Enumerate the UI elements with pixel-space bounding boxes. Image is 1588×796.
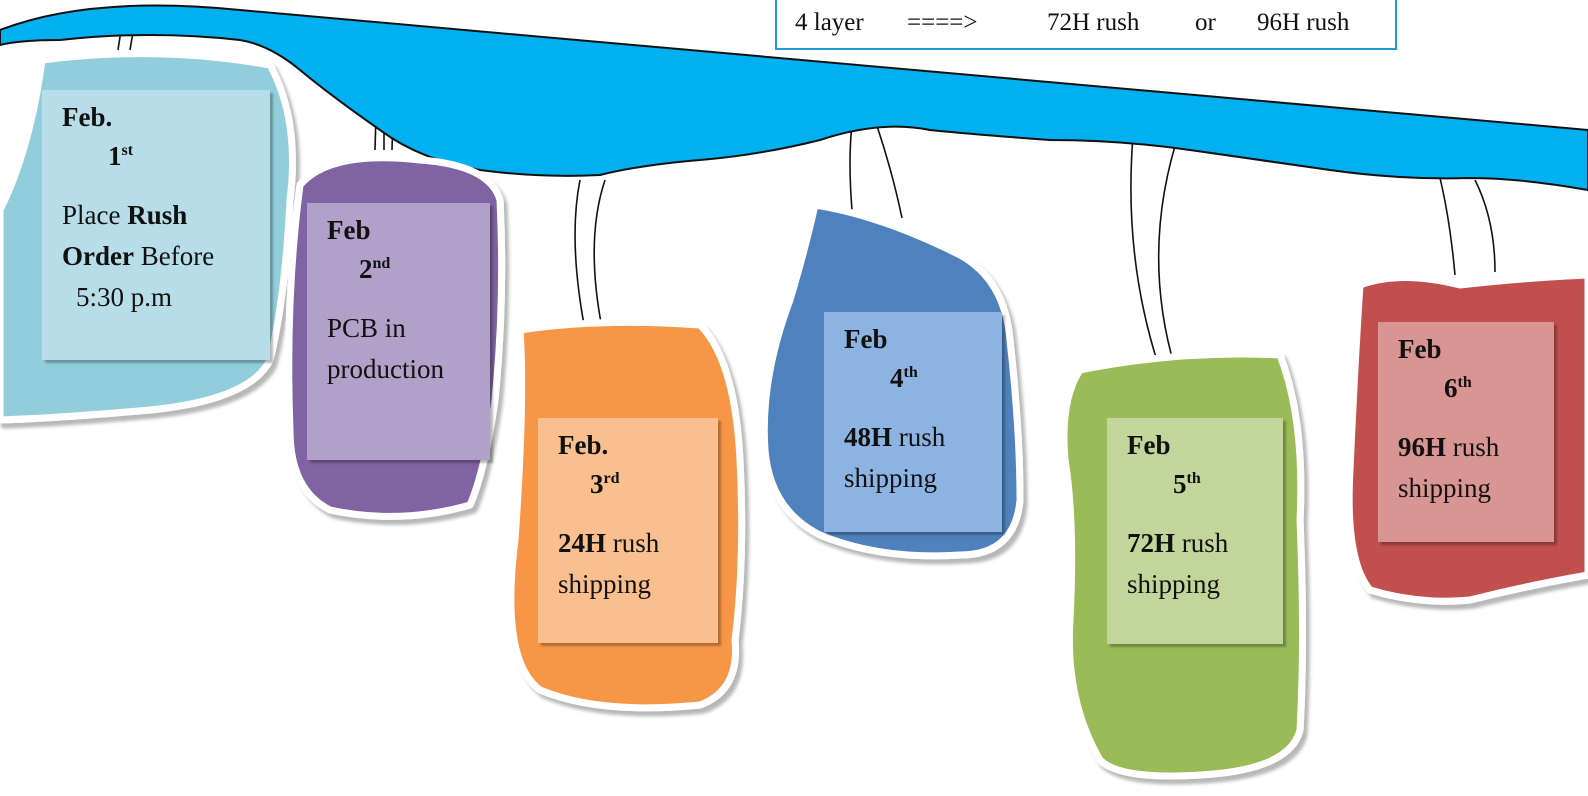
card-date: Feb xyxy=(844,324,888,354)
card-feb-6: Feb 6th 96H rush shipping xyxy=(1378,322,1554,542)
legend-option-96h: 96H rush xyxy=(1257,9,1350,36)
legend-layer: 4 layer xyxy=(795,9,864,36)
card-text: PCB in production xyxy=(327,313,444,384)
legend-arrow: ====> xyxy=(907,9,978,36)
card-date: Feb. xyxy=(558,430,609,460)
card-feb-1: Feb. 1st Place Rush Order Before 5:30 p.… xyxy=(42,90,270,360)
hanging-strings xyxy=(117,11,1496,371)
card-feb-3: Feb. 3rd 24H rush shipping xyxy=(538,418,718,643)
layer-legend-box: 4 layer ====> 72H rush or 96H rush xyxy=(775,0,1397,50)
card-date: Feb xyxy=(1127,430,1171,460)
card-feb-2: Feb 2nd PCB in production xyxy=(307,203,490,460)
legend-option-72h: 72H rush xyxy=(1047,9,1140,36)
card-text: 24H rush shipping xyxy=(558,528,660,599)
card-text: Place Rush Order Before 5:30 p.m xyxy=(62,200,215,312)
card-day: 5th xyxy=(1173,469,1201,499)
card-day: 4th xyxy=(890,363,918,393)
card-date: Feb xyxy=(1398,334,1442,364)
card-text: 48H rush shipping xyxy=(844,422,946,493)
card-text: 72H rush shipping xyxy=(1127,528,1229,599)
card-date: Feb. xyxy=(62,102,113,132)
card-day: 3rd xyxy=(590,469,620,499)
card-feb-5: Feb 5th 72H rush shipping xyxy=(1107,418,1283,644)
card-date: Feb xyxy=(327,215,371,245)
card-day: 6th xyxy=(1444,373,1472,403)
card-text: 96H rush shipping xyxy=(1398,432,1500,503)
card-day: 2nd xyxy=(359,254,391,284)
card-day: 1st xyxy=(108,141,134,171)
legend-separator: or xyxy=(1195,9,1216,36)
card-feb-4: Feb 4th 48H rush shipping xyxy=(824,312,1002,532)
hanging-rope-banner xyxy=(0,4,1588,192)
